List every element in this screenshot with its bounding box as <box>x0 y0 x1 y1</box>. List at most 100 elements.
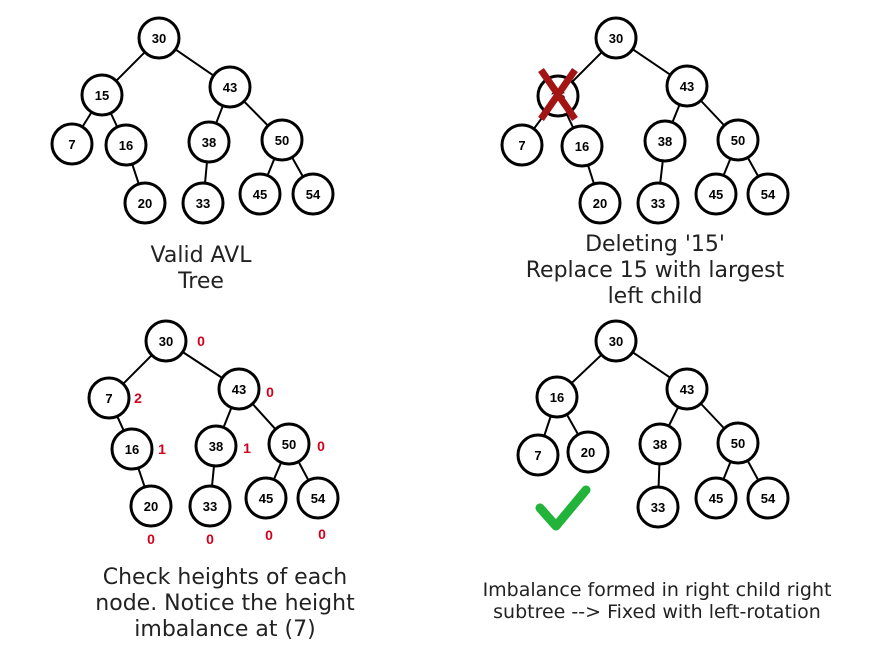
edge-38-33 <box>657 463 661 488</box>
node-circle <box>123 181 167 225</box>
node-label: 20 <box>138 196 152 211</box>
node-20: 20 <box>566 430 610 474</box>
node-circle <box>665 367 709 411</box>
node-circle <box>716 421 760 465</box>
edge-43-38 <box>667 406 680 427</box>
node-circle <box>244 476 288 520</box>
node-30: 30 <box>144 319 188 363</box>
node-54: 54 <box>746 172 790 216</box>
edge-43-50 <box>699 99 726 127</box>
node-38: 38 <box>194 424 238 468</box>
node-label: 7 <box>534 448 541 463</box>
edge-30-15 <box>571 51 603 83</box>
node-38: 38 <box>638 422 682 466</box>
node-33: 33 <box>636 485 680 529</box>
node-circle <box>746 476 790 520</box>
node-circle <box>144 319 188 363</box>
node-label: 38 <box>202 135 216 150</box>
node-label: 43 <box>223 80 237 95</box>
node-circle <box>238 172 282 216</box>
edge-38-33 <box>659 160 664 184</box>
edge-30-43 <box>632 351 671 379</box>
height-label: 0 <box>318 526 326 542</box>
node-circle <box>578 181 622 225</box>
node-label: 16 <box>125 442 139 457</box>
node-33: 33 <box>181 181 225 225</box>
node-label: 43 <box>680 382 694 397</box>
node-label: 30 <box>159 334 173 349</box>
node-label: 45 <box>253 187 267 202</box>
edge-30-15 <box>115 51 146 82</box>
node-label: 45 <box>709 187 723 202</box>
height-label: 0 <box>147 531 155 547</box>
node-45: 45 <box>238 172 282 216</box>
node-circle <box>636 485 680 529</box>
node-label: 20 <box>581 445 595 460</box>
node-circle <box>208 65 252 109</box>
node-circle <box>665 64 709 108</box>
node-label: 33 <box>651 196 665 211</box>
height-label: 1 <box>158 441 166 457</box>
node-label: 30 <box>152 31 166 46</box>
node-38: 38 <box>187 120 231 164</box>
caption-heights: Check heights of each node. Notice the h… <box>95 565 355 642</box>
edge-50-45 <box>722 461 732 480</box>
height-label: 0 <box>266 384 274 400</box>
node-circle <box>594 16 638 60</box>
node-circle <box>110 427 154 471</box>
node-circle <box>560 124 604 168</box>
node-54: 54 <box>296 476 340 520</box>
node-circle <box>187 120 231 164</box>
node-circle <box>643 119 687 163</box>
edge-43-38 <box>215 105 224 124</box>
edge-16-20 <box>131 163 140 185</box>
node-label: 33 <box>203 499 217 514</box>
node-circle <box>594 319 638 363</box>
node-20: 20 <box>129 484 173 528</box>
node-circle <box>291 172 335 216</box>
node-circle <box>267 422 311 466</box>
edge-16-7 <box>543 415 552 437</box>
node-label: 16 <box>550 390 564 405</box>
height-label: 0 <box>265 527 273 543</box>
edge-38-33 <box>204 161 208 184</box>
edge-50-45 <box>272 462 283 480</box>
height-label: 1 <box>243 440 251 456</box>
edge-7-16 <box>116 415 125 432</box>
node-33: 33 <box>636 181 680 225</box>
node-label: 16 <box>575 139 589 154</box>
node-16: 16 <box>560 124 604 168</box>
edge-16-20 <box>565 413 580 436</box>
node-label: 33 <box>651 500 665 515</box>
node-label: 54 <box>306 187 321 202</box>
node-43: 43 <box>665 64 709 108</box>
edge-30-43 <box>174 48 215 77</box>
node-circle <box>566 430 610 474</box>
edge-30-7 <box>122 354 153 385</box>
node-circle <box>188 484 232 528</box>
height-label: 2 <box>134 390 142 406</box>
node-label: 50 <box>282 437 296 452</box>
node-label: 43 <box>680 79 694 94</box>
node-circle <box>638 422 682 466</box>
node-54: 54 <box>291 172 335 216</box>
height-label: 0 <box>317 438 325 454</box>
node-16: 16 <box>535 375 579 419</box>
node-label: 33 <box>196 196 210 211</box>
edge-43-38 <box>222 407 233 428</box>
edge-43-50 <box>243 100 269 127</box>
node-circle <box>516 433 560 477</box>
node-45: 45 <box>244 476 288 520</box>
caption-delete: Deleting '15' Replace 15 with largest le… <box>525 232 785 309</box>
node-label: 38 <box>653 437 667 452</box>
node-circle <box>694 172 738 216</box>
node-7: 7 <box>87 376 131 420</box>
node-43: 43 <box>217 367 261 411</box>
caption-valid: Valid AVL Tree <box>150 243 252 294</box>
node-circle <box>535 375 579 419</box>
node-label: 7 <box>105 391 112 406</box>
edge-50-54 <box>291 156 304 178</box>
node-45: 45 <box>694 172 738 216</box>
node-43: 43 <box>665 367 709 411</box>
